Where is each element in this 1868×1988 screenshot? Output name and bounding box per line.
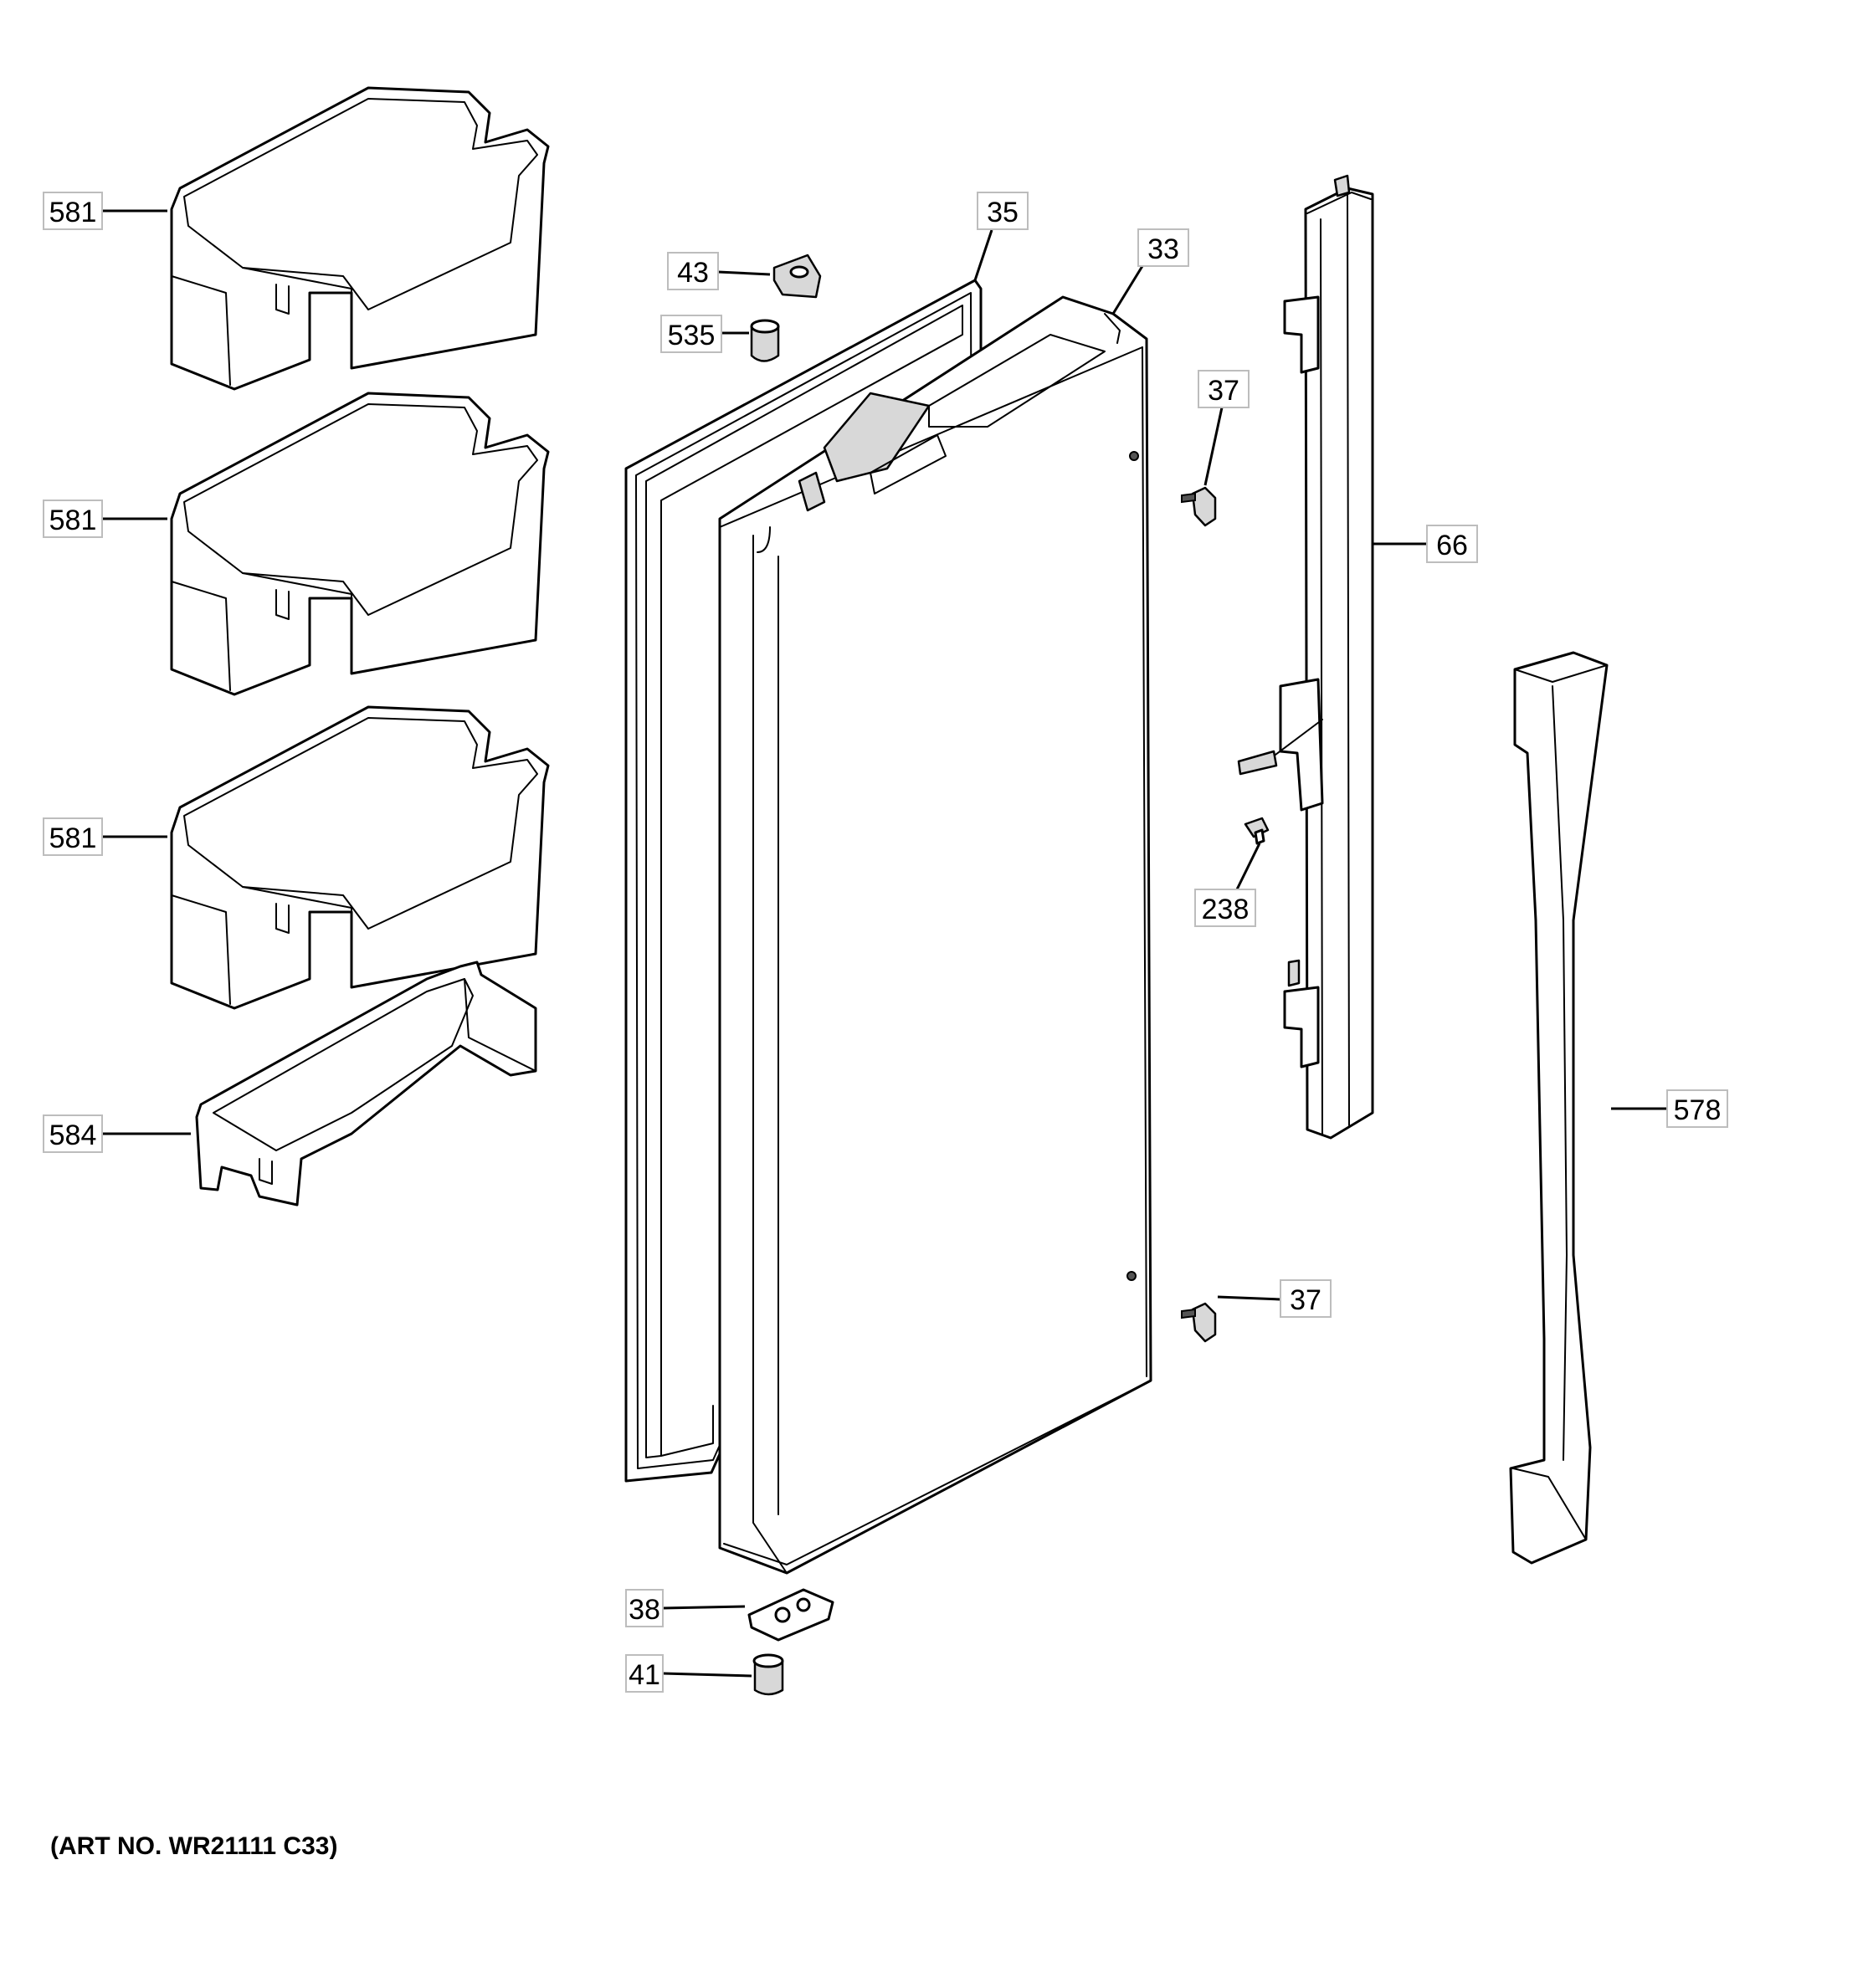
- callout-578: 578: [1611, 1089, 1728, 1128]
- callout-581-lower: 581: [43, 817, 167, 856]
- handle: [1509, 651, 1609, 1565]
- callout-41: 41: [625, 1654, 752, 1693]
- callout-label: 581: [49, 822, 97, 854]
- callout-label: 41: [629, 1659, 660, 1691]
- bottom-bushing: [752, 1653, 784, 1696]
- callout-label: 37: [1290, 1284, 1321, 1316]
- callout-label: 581: [49, 197, 97, 228]
- callout-label: 33: [1147, 233, 1179, 265]
- callout-37-bottom: 37: [1217, 1279, 1332, 1318]
- callout-38: 38: [625, 1589, 746, 1627]
- hinge-cap: [772, 254, 822, 299]
- hinge-bar: [1237, 174, 1374, 1140]
- callout-label: 578: [1674, 1094, 1722, 1126]
- callout-label: 238: [1202, 894, 1250, 925]
- door-bin-small: [195, 961, 537, 1207]
- callout-label: 43: [677, 257, 709, 289]
- door-bin-top: [170, 86, 550, 391]
- shoulder-screw: [1244, 817, 1270, 845]
- callout-33: 33: [1111, 228, 1189, 315]
- callout-43: 43: [667, 252, 771, 290]
- callout-238: 238: [1194, 843, 1261, 927]
- callout-581-top: 581: [43, 192, 167, 230]
- callout-label: 535: [668, 320, 716, 351]
- door-bin-lower: [170, 705, 550, 1010]
- callout-35: 35: [973, 192, 1029, 281]
- callout-label: 37: [1208, 375, 1239, 407]
- door-assembly: [718, 295, 1152, 1575]
- screw-bottom: [1181, 1302, 1217, 1343]
- callout-66: 66: [1373, 525, 1478, 563]
- callout-535: 535: [660, 315, 749, 353]
- callout-label: 66: [1436, 530, 1468, 561]
- callout-label: 581: [49, 505, 97, 536]
- bottom-hinge-plate: [747, 1588, 834, 1642]
- callout-label: 35: [987, 197, 1019, 228]
- callout-label: 584: [49, 1120, 97, 1151]
- callout-581-middle: 581: [43, 500, 167, 538]
- screw-top: [1181, 486, 1217, 527]
- art-number-footer: (ART NO. WR21111 C33): [50, 1832, 338, 1860]
- callout-584: 584: [43, 1114, 191, 1153]
- callout-label: 38: [629, 1594, 660, 1626]
- callout-37-top: 37: [1198, 370, 1250, 486]
- door-bin-middle: [170, 392, 550, 696]
- bushing: [750, 319, 780, 362]
